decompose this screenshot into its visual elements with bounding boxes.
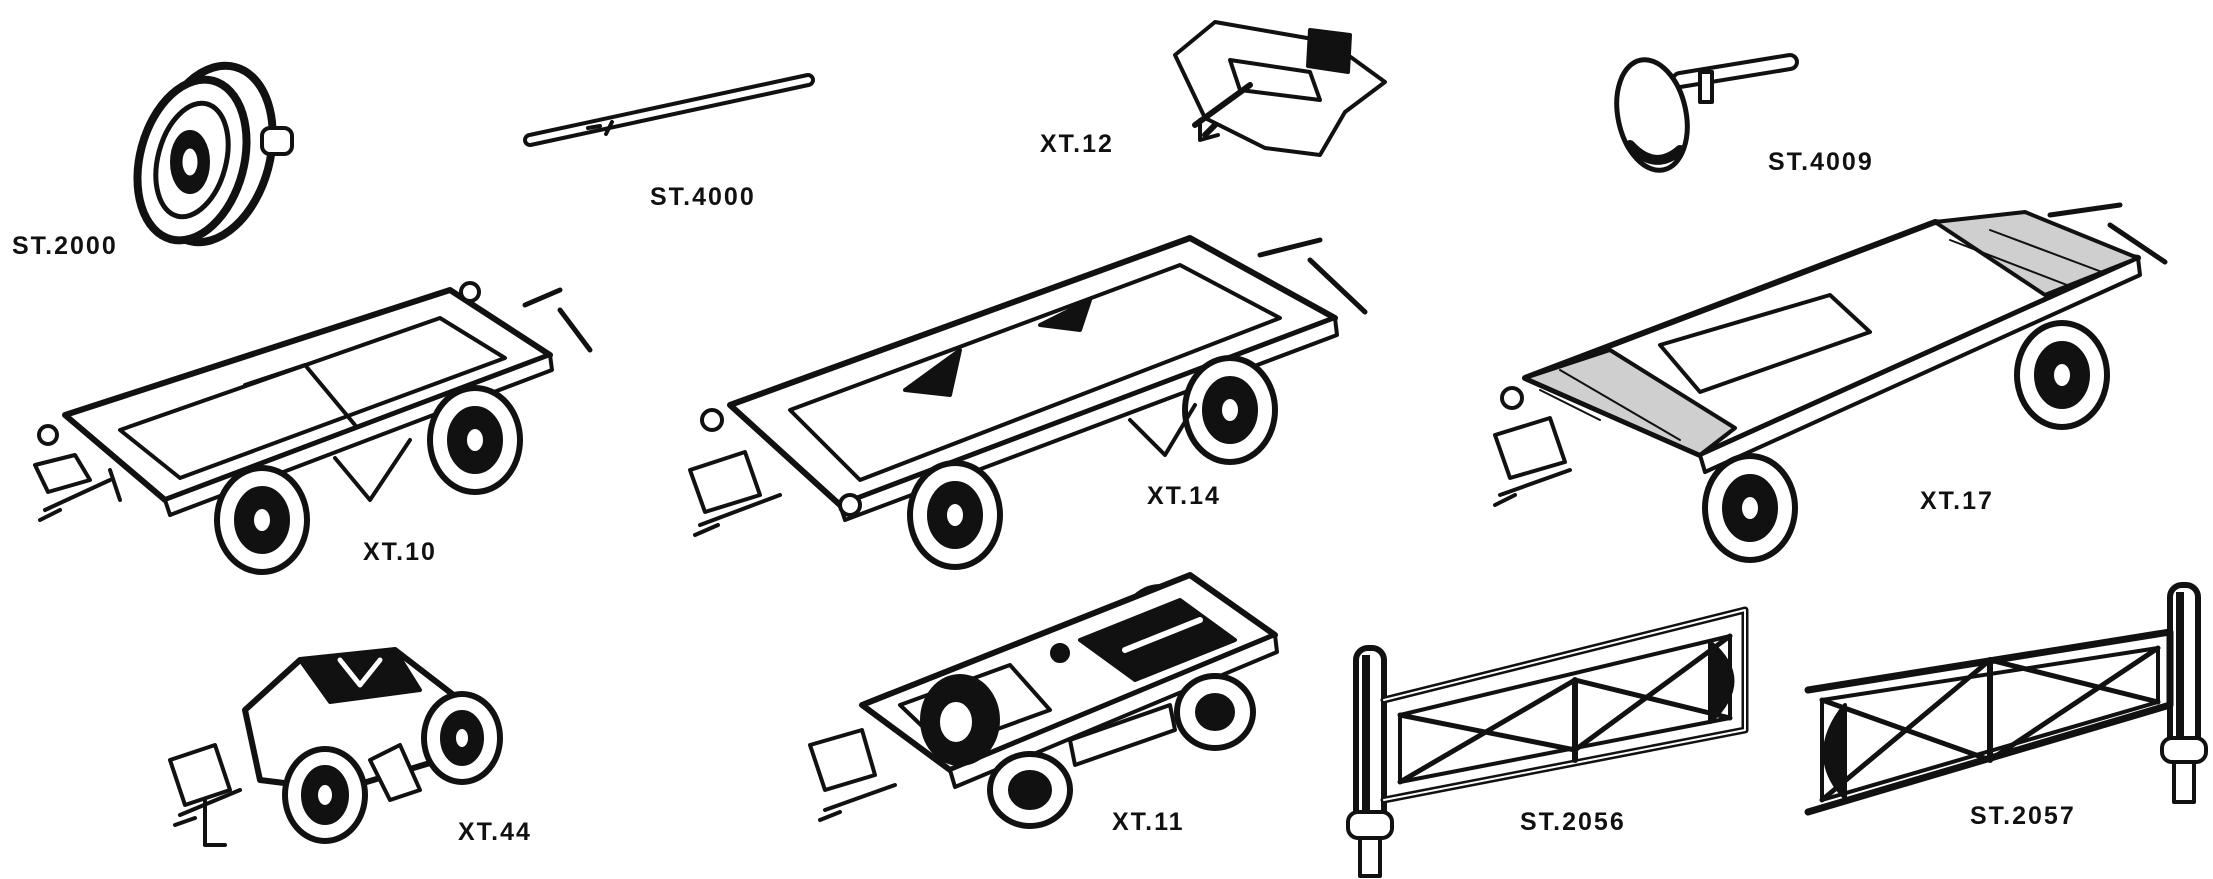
wagon-chassis-small-illustration [808,572,1279,829]
part-code-label: XT.11 [1112,808,1185,836]
axle-illustration [523,73,815,147]
part-code-label: XT.17 [1920,487,1994,515]
part-code-label: XT.14 [1147,482,1221,510]
part-code-label: ST.4000 [650,183,756,211]
wagon-chassis-short-illustration [33,281,593,575]
bogie-illustration [168,647,503,847]
part-code-label: ST.2057 [1970,802,2076,830]
part-code-label: ST.2056 [1520,808,1626,836]
part-code-label: XT.12 [1040,130,1114,158]
part-code-label: ST.2000 [12,232,118,260]
wheel-illustration [133,61,294,247]
buffer-illustration [1614,53,1799,173]
wagon-chassis-long-illustration [688,235,1368,570]
part-code-label: XT.44 [458,818,532,846]
coupling-illustration [1173,20,1387,157]
gate-right-illustration [1804,582,2208,816]
part-code-label: ST.4009 [1768,148,1874,176]
part-code-label: XT.10 [363,538,437,566]
gate-left-illustration [1346,606,1749,878]
wagon-chassis-flat-illustration [1493,202,2168,563]
